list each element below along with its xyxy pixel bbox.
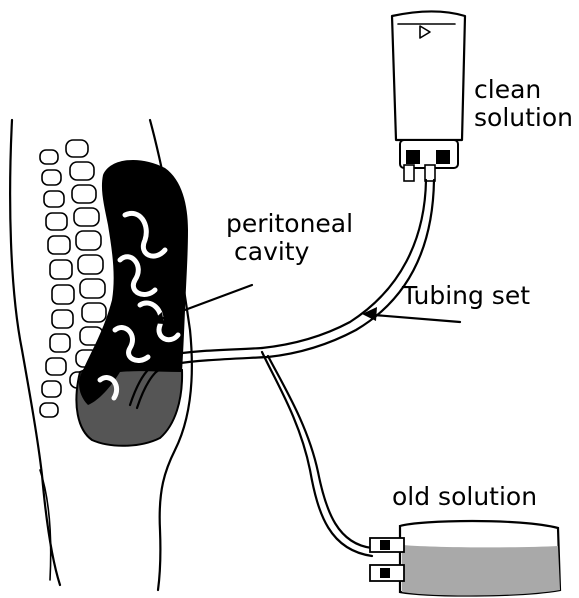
- old-solution-bag: [370, 521, 560, 596]
- label-old-solution: old solution: [392, 482, 537, 511]
- label-tubing-set: Tubing set: [401, 281, 530, 310]
- label-peritoneal-line1: peritoneal: [226, 209, 353, 238]
- clean-solution-bag: [392, 12, 465, 182]
- peritoneal-cavity: [76, 160, 252, 446]
- label-clean-line1: clean: [474, 75, 541, 104]
- label-clean-line2: solution: [474, 103, 573, 132]
- label-peritoneal-line2: cavity: [234, 237, 310, 266]
